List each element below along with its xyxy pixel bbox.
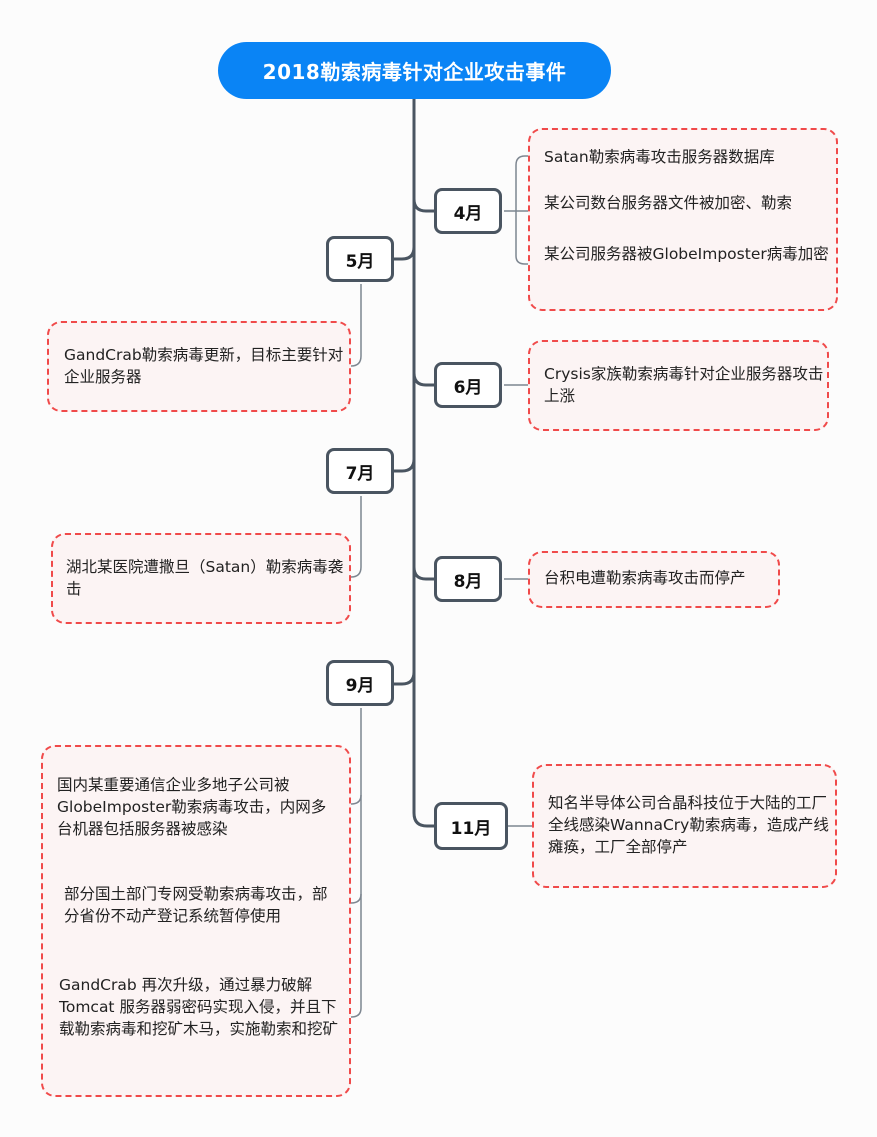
month-node-9: 9月	[326, 660, 394, 706]
title-node: 2018勒索病毒针对企业攻击事件	[218, 42, 611, 99]
event-box-6	[528, 340, 829, 431]
month-node-8: 8月	[434, 556, 502, 602]
branch-6	[412, 371, 438, 387]
event-6-1: Crysis家族勒索病毒针对企业服务器攻击上涨	[544, 365, 824, 405]
event-4-1: Satan勒索病毒攻击服务器数据库	[544, 148, 775, 166]
branch-5	[390, 245, 416, 261]
event-box-8	[528, 551, 780, 608]
event-4-3: 某公司服务器被GlobeImposter病毒加密	[544, 245, 829, 263]
event-9-1: 国内某重要通信企业多地子公司被GlobeImposter勒索病毒攻击，内网多台机…	[57, 776, 327, 838]
branch-7	[390, 457, 416, 473]
event-box-5	[47, 321, 351, 412]
event-box-11	[532, 764, 837, 888]
month-node-7: 7月	[326, 448, 394, 494]
branch-8	[412, 565, 438, 581]
branch-9	[390, 670, 416, 686]
month-node-11: 11月	[434, 802, 508, 850]
month-node-4: 4月	[434, 188, 502, 234]
event-11-1: 知名半导体公司合晶科技位于大陆的工厂全线感染WannaCry勒索病毒，造成产线瘫…	[548, 794, 829, 856]
event-7-1: 湖北某医院遭撒旦（Satan）勒索病毒袭击	[66, 558, 344, 598]
month-node-6: 6月	[434, 362, 502, 408]
trunk-line	[412, 97, 438, 828]
event-box-7	[51, 533, 351, 624]
event-4-2: 某公司数台服务器文件被加密、勒索	[544, 194, 793, 212]
event-9-2: 部分国土部门专网受勒索病毒攻击，部分省份不动产登记系统暂停使用	[64, 885, 328, 925]
event-8-1: 台积电遭勒索病毒攻击而停产	[544, 569, 746, 587]
month-node-5: 5月	[326, 236, 394, 282]
branch-4	[412, 197, 438, 213]
event-9-3: GandCrab 再次升级，通过暴力破解Tomcat 服务器弱密码实现入侵，并且…	[59, 976, 339, 1038]
event-5-1: GandCrab勒索病毒更新，目标主要针对企业服务器	[64, 346, 344, 386]
event-box-9	[41, 745, 351, 1097]
event-box-4	[528, 128, 838, 311]
